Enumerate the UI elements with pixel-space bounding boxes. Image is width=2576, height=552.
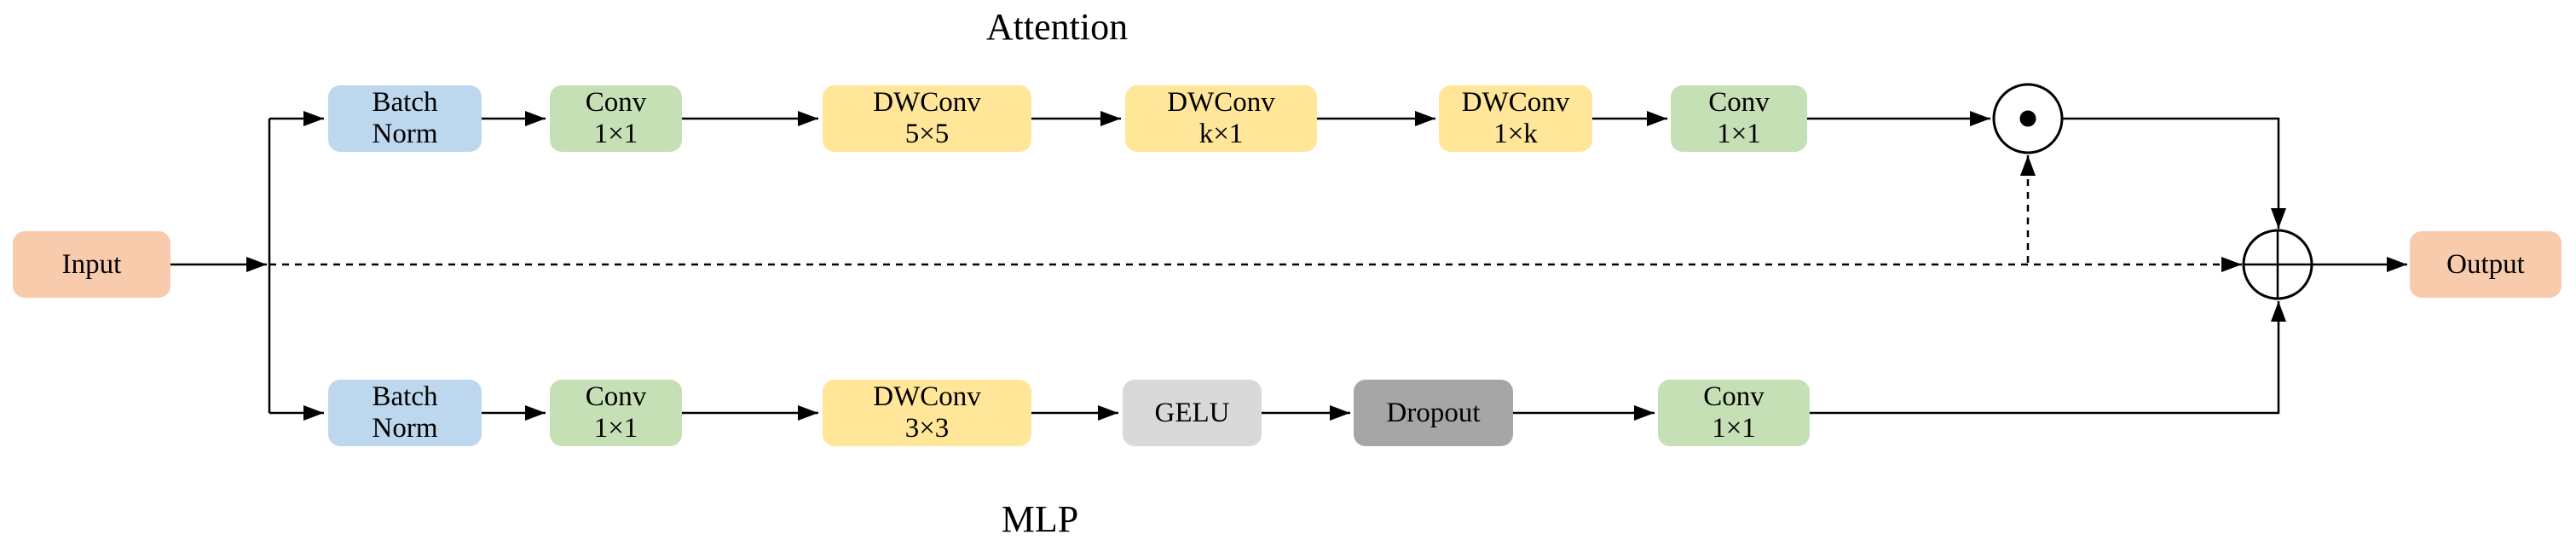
attention-branch-label: Attention [985,6,1129,48]
mlp-output-path [1810,301,2286,415]
attention-conv1x1-a-node: Conv 1×1 [550,85,682,152]
attention-dwconv-kx1-node: DWConv k×1 [1125,85,1317,152]
attention-output-path [2062,117,2286,229]
elementwise-multiply-icon [1992,83,2064,154]
input-label: Input [61,248,122,280]
input-node: Input [13,231,170,298]
mlp-dwconv3x3-node: DWConv 3×3 [823,380,1031,446]
attention-conv1x1-b-node: Conv 1×1 [1671,85,1807,152]
mlp-batchnorm-node: Batch Norm [328,380,482,446]
attention-dwconv5x5-node: DWConv 5×5 [823,85,1031,152]
mlp-dropout-node: Dropout [1354,380,1513,446]
attention-batchnorm-node: Batch Norm [328,85,482,152]
output-node: Output [2410,231,2562,298]
mlp-conv1x1-a-node: Conv 1×1 [550,380,682,446]
output-label: Output [2446,248,2525,280]
mlp-conv1x1-b-node: Conv 1×1 [1658,380,1810,446]
attention-dwconv-1xk-node: DWConv 1×k [1439,85,1592,152]
elementwise-add-icon [2242,229,2313,300]
mlp-gelu-node: GELU [1123,380,1262,446]
mlp-branch-label: MLP [1001,498,1079,540]
